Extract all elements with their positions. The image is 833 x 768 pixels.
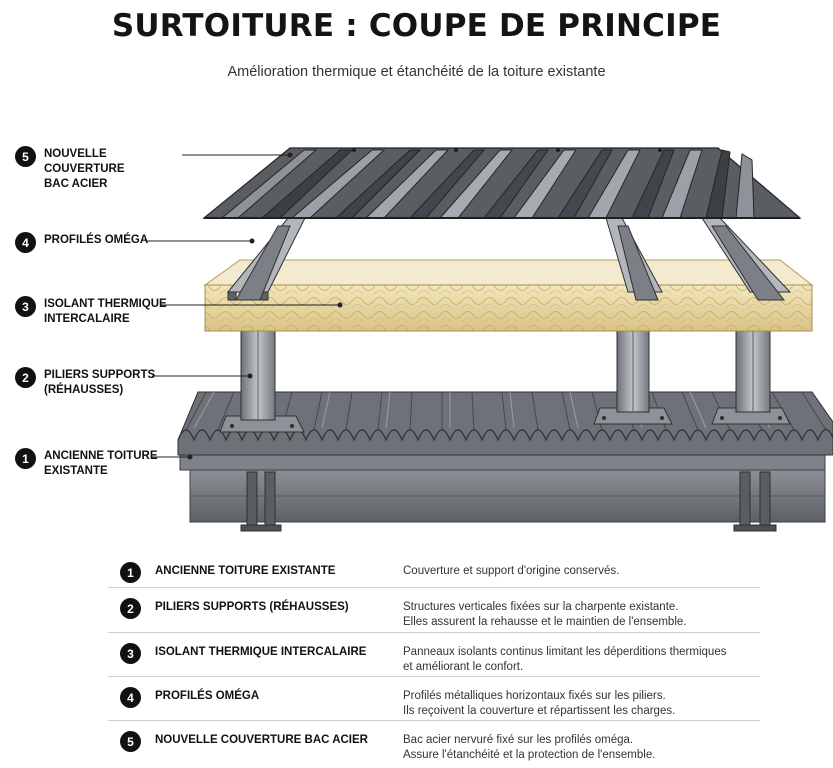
- callout-1-number: 1: [15, 448, 36, 469]
- callout-4-number: 4: [15, 232, 36, 253]
- callout-2: 2 PILIERS SUPPORTS (RÉHAUSSES): [15, 367, 184, 398]
- legend-name: PILIERS SUPPORTS (RÉHAUSSES): [155, 601, 349, 613]
- callout-3: 3 ISOLANT THERMIQUE INTERCALAIRE: [15, 296, 184, 327]
- legend-number: 4: [120, 687, 141, 708]
- thermal-insulation-layer: [203, 259, 814, 332]
- callout-3-label: ISOLANT THERMIQUE INTERCALAIRE: [44, 298, 167, 325]
- legend-description: Structures verticales fixées sur la char…: [403, 601, 687, 628]
- legend-name: ANCIENNE TOITURE EXISTANTE: [155, 565, 336, 577]
- legend-number: 2: [120, 598, 141, 619]
- existing-roof-frame: [179, 454, 826, 532]
- callout-leader-dots: [187, 152, 343, 460]
- legend-description: Profilés métalliques horizontaux fixés s…: [403, 690, 676, 717]
- support-pillars: [240, 315, 771, 421]
- callout-4: 4 PROFILÉS OMÉGA: [15, 232, 184, 253]
- callout-leader-lines: [146, 154, 340, 458]
- legend-name: NOUVELLE COUVERTURE BAC ACIER: [155, 734, 368, 746]
- legend-description: Bac acier nervuré fixé sur les profilés …: [403, 734, 656, 761]
- legend-row: 5 NOUVELLE COUVERTURE BAC ACIER Bac acie…: [108, 721, 760, 765]
- legend-row: 4 PROFILÉS OMÉGA Profilés métalliques ho…: [108, 677, 760, 721]
- legend-table: 1 ANCIENNE TOITURE EXISTANTE Couverture …: [108, 552, 760, 765]
- page-title: SURTOITURE : COUPE DE PRINCIPE: [111, 8, 722, 44]
- callout-5-label: NOUVELLE COUVERTURE BAC ACIER: [44, 148, 125, 190]
- callout-4-label: PROFILÉS OMÉGA: [44, 234, 149, 246]
- pillar-base-plates: [219, 407, 791, 433]
- legend-description: Panneaux isolants continus limitant les …: [403, 646, 727, 673]
- legend-row: 3 ISOLANT THERMIQUE INTERCALAIRE Panneau…: [108, 633, 760, 677]
- callout-2-number: 2: [15, 367, 36, 388]
- roof-section-diagram: [146, 147, 833, 532]
- legend-number: 1: [120, 562, 141, 583]
- page-subtitle: Amélioration thermique et étanchéité de …: [227, 64, 606, 80]
- legend-row: 2 PILIERS SUPPORTS (RÉHAUSSES) Structure…: [108, 588, 760, 633]
- callout-5-number: 5: [15, 146, 36, 167]
- legend-row: 1 ANCIENNE TOITURE EXISTANTE Couverture …: [108, 552, 760, 588]
- omega-profiles: [226, 217, 792, 301]
- callout-1: 1 ANCIENNE TOITURE EXISTANTE: [15, 448, 184, 479]
- legend-number: 5: [120, 731, 141, 752]
- legend-name: PROFILÉS OMÉGA: [155, 690, 260, 702]
- legend-description: Couverture et support d'origine conservé…: [403, 565, 620, 577]
- callout-5: 5 NOUVELLE COUVERTURE BAC ACIER: [15, 146, 184, 192]
- callout-1-label: ANCIENNE TOITURE EXISTANTE: [44, 450, 158, 477]
- legend-name: ISOLANT THERMIQUE INTERCALAIRE: [155, 646, 367, 658]
- callout-2-label: PILIERS SUPPORTS (RÉHAUSSES): [44, 369, 156, 396]
- new-steel-deck-roof: [202, 147, 802, 219]
- legend-number: 3: [120, 643, 141, 664]
- callout-3-number: 3: [15, 296, 36, 317]
